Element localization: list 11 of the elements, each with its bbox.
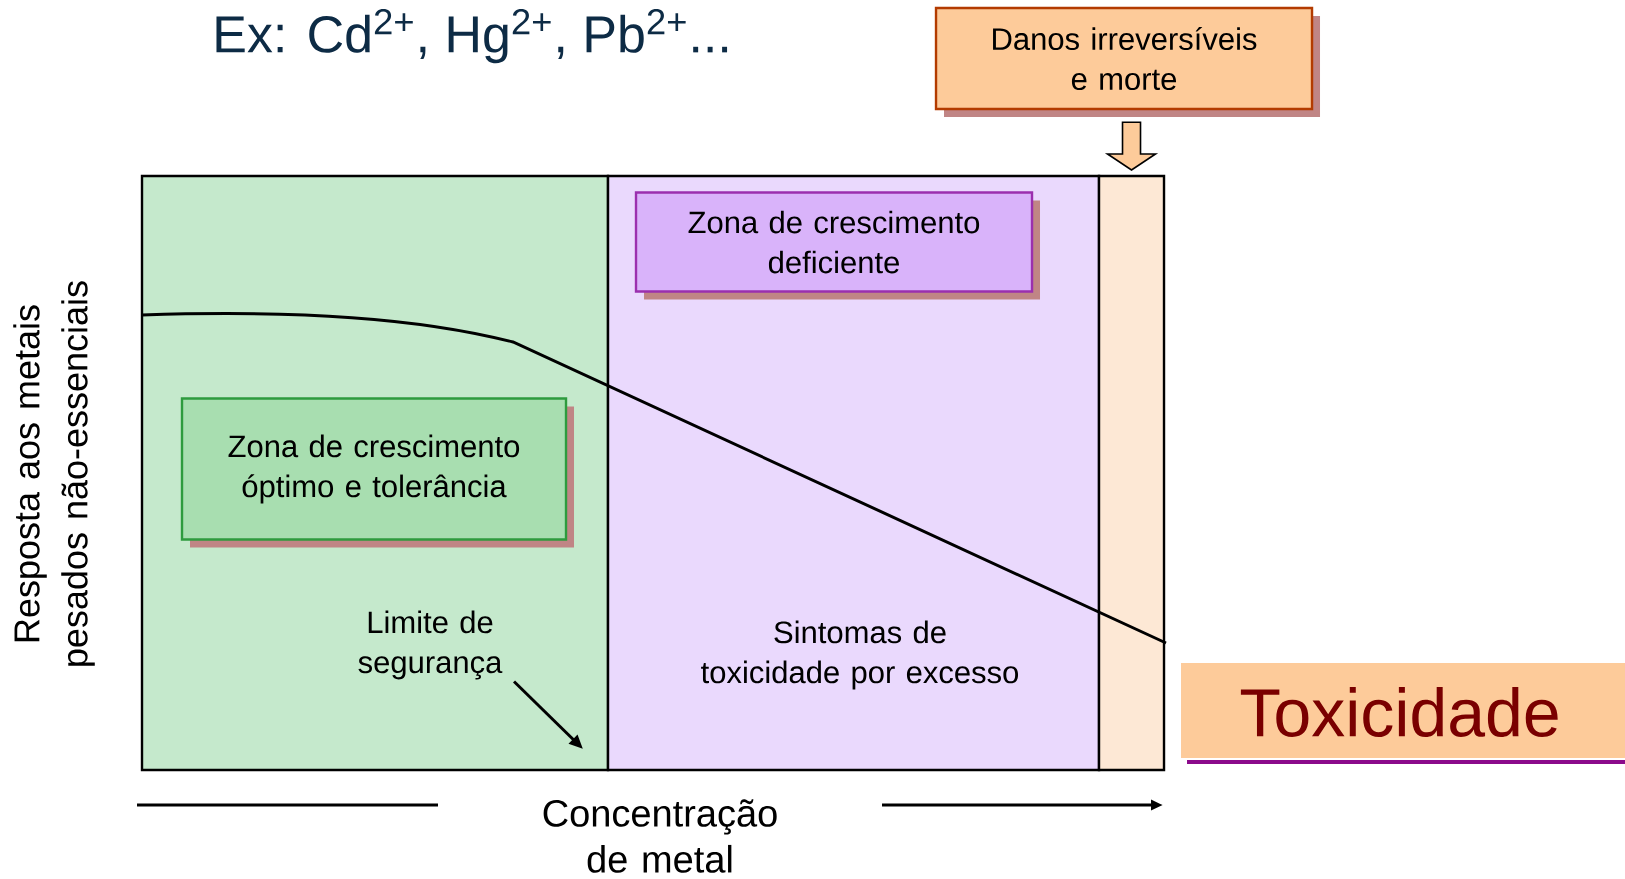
process-box: Zona de crescimento óptimo e tolerância bbox=[180, 397, 574, 548]
zone-text: Sintomas de toxicidade por excesso bbox=[701, 620, 1019, 690]
callout-box: Danos irreversíveis e morte bbox=[934, 6, 1320, 117]
axis-label: Concentração de metal bbox=[543, 799, 777, 873]
banner-box: Toxicidade bbox=[1181, 663, 1625, 764]
axis-label: Resposta aos metais pesados não-essenciais bbox=[13, 281, 95, 666]
process-box: Zona de crescimento deficiente bbox=[634, 191, 1040, 300]
block-arrow bbox=[1104, 121, 1159, 171]
title: Ex: Cd$^{2+}$, Hg$^{2+}$, Pb$^{2+}$... bbox=[216, 8, 728, 64]
zone-band bbox=[1097, 174, 1166, 772]
annotation-text: Limite de segurança bbox=[358, 610, 503, 680]
